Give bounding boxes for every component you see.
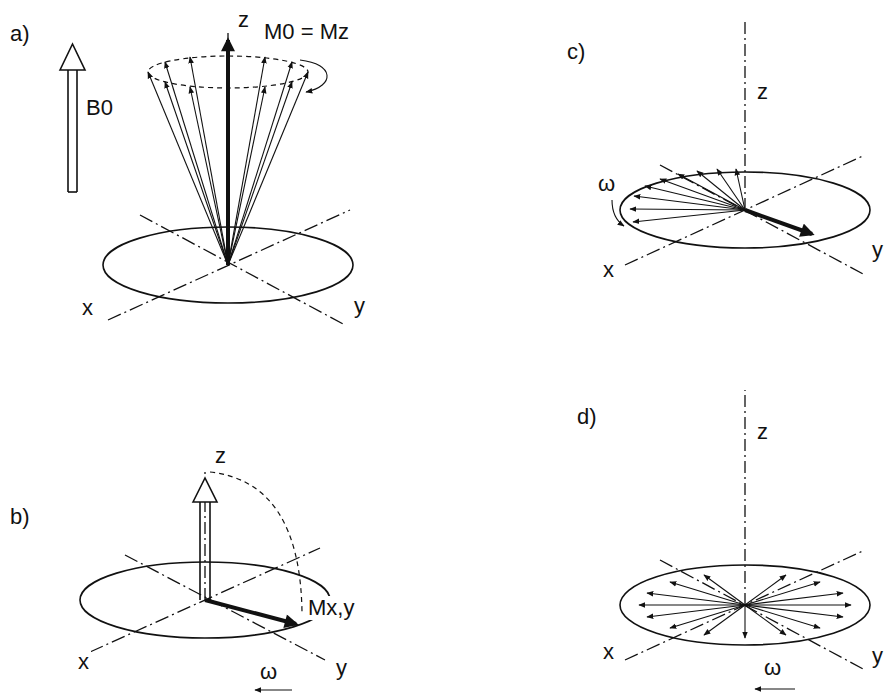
frequency-label: ω <box>258 660 279 684</box>
field-label: B0 <box>84 96 115 120</box>
axis-label: x <box>76 650 91 674</box>
axis-label: z <box>236 8 251 32</box>
frequency-label: ω <box>596 172 617 196</box>
panel-letter: a) <box>8 22 32 46</box>
axis-label: y <box>870 238 885 262</box>
axis-label: y <box>870 644 885 668</box>
vector-label: Mx,y <box>306 596 356 620</box>
axis-label: z <box>755 420 770 444</box>
panel-a <box>60 30 353 325</box>
panel-b <box>80 470 330 690</box>
axis-label: x <box>601 258 616 282</box>
panel-c <box>612 22 870 275</box>
vector-label: M0 = Mz <box>262 20 351 44</box>
axis-label: x <box>601 640 616 664</box>
panel-d <box>620 390 870 689</box>
panel-letter: b) <box>8 505 32 529</box>
axis-label: z <box>213 444 228 468</box>
axis-label: z <box>755 80 770 104</box>
panel-letter: d) <box>575 405 599 429</box>
axis-label: y <box>334 656 349 680</box>
panel-letter: c) <box>565 40 587 64</box>
axis-label: y <box>352 294 367 318</box>
axis-label: x <box>80 296 95 320</box>
frequency-label: ω <box>762 656 783 680</box>
